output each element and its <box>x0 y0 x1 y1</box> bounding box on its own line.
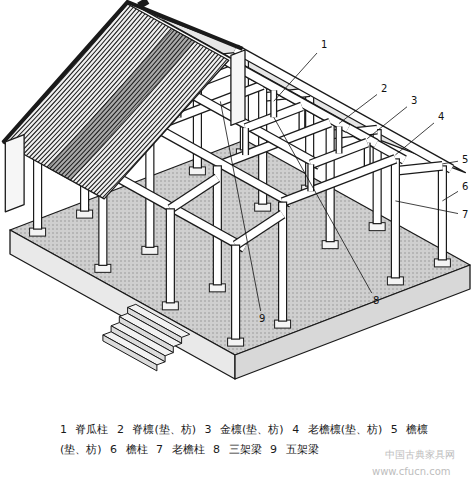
beam-face <box>170 178 217 209</box>
roof-tile-row <box>15 11 140 150</box>
platform-side-face <box>235 265 470 379</box>
leader-line <box>395 123 434 155</box>
roof-tile-row <box>47 28 172 167</box>
beam-face <box>243 128 247 155</box>
callout-number: 7 <box>461 210 469 220</box>
end-wall-pier <box>231 50 245 125</box>
callout-number: 5 <box>461 155 469 165</box>
leader-line <box>274 117 372 293</box>
column <box>391 159 399 278</box>
column <box>438 166 446 260</box>
stair-riser <box>103 335 157 371</box>
roof-tile-row <box>18 12 143 151</box>
leader-line <box>339 94 377 123</box>
beam <box>395 166 442 171</box>
callout-number: 3 <box>410 96 418 106</box>
roof-tile-row <box>76 45 201 184</box>
beam-face <box>395 166 442 171</box>
beam <box>307 164 314 191</box>
beam <box>283 159 396 202</box>
callout-number: 1 <box>320 40 328 50</box>
leader-line <box>442 191 458 201</box>
beam <box>336 127 343 154</box>
beam <box>270 90 277 117</box>
beam-face <box>283 159 396 202</box>
stair-tread <box>103 332 165 365</box>
roof-tile-row <box>73 43 198 182</box>
callout-number: 4 <box>437 112 445 122</box>
leader-line <box>220 101 260 311</box>
column <box>166 209 174 303</box>
leader-line <box>274 53 317 101</box>
roof-tile-row <box>102 59 227 198</box>
gable-board <box>3 2 243 143</box>
column <box>232 245 240 339</box>
figure-caption: 1 脊瓜柱 2 脊檩(垫、枋) 3 金檩(垫、枋) 4 老檐檩(垫、枋) 5 檐… <box>60 420 430 460</box>
callout-number: 2 <box>380 84 388 94</box>
leader-line <box>395 201 458 214</box>
callout-number: 6 <box>461 182 469 192</box>
callout-number: 8 <box>372 296 380 306</box>
watermark: www.cfucn.com <box>372 466 451 477</box>
beam <box>170 178 217 209</box>
beam <box>242 128 249 155</box>
leader-line <box>442 161 458 164</box>
beam-face <box>272 90 276 117</box>
platform-front-face <box>10 230 235 379</box>
ridge-ornament <box>137 0 149 9</box>
roof-tile-band <box>48 29 195 180</box>
roof-tile-row <box>44 27 169 166</box>
watermark: 中国古典家具网 <box>385 448 455 462</box>
end-wall-pier <box>5 135 24 212</box>
leader-line <box>367 107 407 139</box>
beam-face <box>337 127 341 154</box>
callout-number: 9 <box>258 314 266 324</box>
